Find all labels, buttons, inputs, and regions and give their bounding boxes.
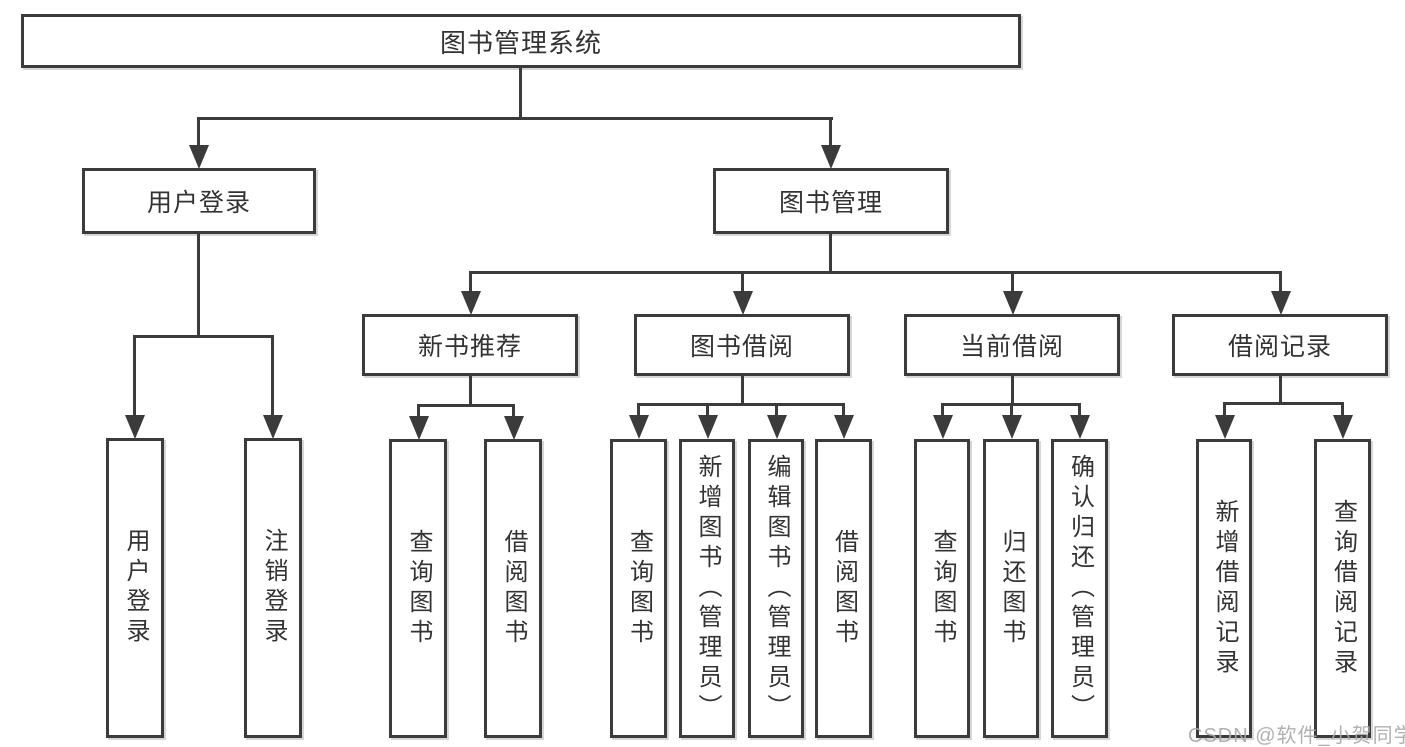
node-query-books-borrow: 查询图书 bbox=[610, 439, 667, 738]
node-book-borrow: 图书借阅 bbox=[634, 314, 850, 376]
arrow-down-icon bbox=[461, 291, 481, 315]
arrow-down-icon bbox=[1070, 415, 1090, 439]
node-label: 确认归还（管理员） bbox=[1066, 453, 1094, 724]
connector-line bbox=[741, 374, 744, 406]
connector-line bbox=[775, 403, 778, 417]
connector-line bbox=[1223, 402, 1226, 417]
connector-line bbox=[271, 335, 274, 419]
connector-line bbox=[706, 403, 709, 417]
connector-line bbox=[469, 271, 1281, 274]
arrow-down-icon bbox=[1003, 291, 1023, 315]
connector-line bbox=[417, 404, 515, 407]
node-label: 注销登录 bbox=[260, 528, 287, 648]
arrow-down-icon bbox=[629, 415, 649, 439]
arrow-down-icon bbox=[1271, 291, 1291, 315]
node-confirm-return-admin: 确认归还（管理员） bbox=[1051, 439, 1108, 738]
node-label: 新增借阅记录 bbox=[1211, 498, 1238, 679]
arrow-down-icon bbox=[1333, 415, 1353, 439]
connector-line bbox=[1279, 271, 1282, 293]
connector-line bbox=[469, 374, 472, 407]
node-label: 查询图书 bbox=[405, 528, 432, 649]
node-return-books: 归还图书 bbox=[983, 439, 1039, 738]
connector-line bbox=[519, 66, 522, 119]
connector-line bbox=[133, 335, 136, 419]
arrow-down-icon bbox=[933, 415, 953, 439]
node-label: 查询图书 bbox=[625, 528, 653, 649]
arrow-down-icon bbox=[504, 416, 524, 440]
node-label: 新增图书（管理员） bbox=[694, 453, 721, 724]
node-borrow-books-recommend: 借阅图书 bbox=[484, 439, 542, 738]
arrow-down-icon bbox=[767, 415, 787, 439]
arrow-down-icon bbox=[698, 415, 718, 439]
connector-line bbox=[197, 117, 833, 120]
arrow-down-icon bbox=[189, 145, 209, 169]
arrow-down-icon bbox=[834, 415, 854, 439]
node-edit-book-admin: 编辑图书（管理员） bbox=[748, 439, 804, 738]
node-query-books-recommend: 查询图书 bbox=[389, 439, 447, 738]
connector-line bbox=[512, 404, 515, 418]
arrow-down-icon bbox=[821, 145, 841, 169]
node-label: 归还图书 bbox=[998, 528, 1025, 649]
connector-line bbox=[133, 335, 274, 338]
arrow-down-icon bbox=[1002, 415, 1022, 439]
arrow-down-icon bbox=[263, 415, 283, 439]
connector-line bbox=[1279, 374, 1282, 405]
arrow-down-icon bbox=[1215, 415, 1235, 439]
arrow-down-icon bbox=[125, 415, 145, 439]
connector-line bbox=[829, 117, 832, 149]
connector-line bbox=[829, 232, 832, 273]
node-add-book-admin: 新增图书（管理员） bbox=[679, 439, 735, 738]
connector-line bbox=[1341, 402, 1344, 417]
connector-line bbox=[197, 232, 200, 338]
connector-line bbox=[637, 403, 640, 417]
connector-line bbox=[417, 404, 420, 418]
node-borrow-books: 借阅图书 bbox=[815, 439, 872, 738]
node-user-login: 用户登录 bbox=[82, 168, 316, 234]
node-label: 编辑图书（管理员） bbox=[763, 453, 790, 724]
node-label: 借阅图书 bbox=[500, 528, 527, 649]
node-book-management: 图书管理 bbox=[713, 168, 949, 234]
arrow-down-icon bbox=[733, 291, 753, 315]
node-user-login-leaf: 用户登录 bbox=[106, 438, 164, 738]
arrow-down-icon bbox=[409, 416, 429, 440]
node-query-borrow-record: 查询借阅记录 bbox=[1314, 439, 1371, 738]
connector-line bbox=[842, 403, 845, 417]
connector-line bbox=[469, 271, 472, 293]
connector-line bbox=[1078, 403, 1081, 417]
connector-line bbox=[741, 271, 744, 293]
node-logout: 注销登录 bbox=[244, 438, 302, 738]
node-label: 查询借阅记录 bbox=[1329, 498, 1357, 679]
node-add-borrow-record: 新增借阅记录 bbox=[1196, 439, 1252, 738]
node-label: 借阅图书 bbox=[830, 528, 858, 649]
connector-line bbox=[637, 403, 845, 406]
node-new-book-recommend: 新书推荐 bbox=[362, 314, 578, 376]
connector-line bbox=[1011, 271, 1014, 293]
node-borrow-records: 借阅记录 bbox=[1172, 314, 1388, 376]
connector-line bbox=[197, 117, 200, 149]
node-query-books-current: 查询图书 bbox=[914, 439, 970, 738]
connector-line bbox=[1011, 374, 1014, 406]
node-current-borrow: 当前借阅 bbox=[904, 314, 1120, 376]
node-label: 查询图书 bbox=[929, 528, 956, 649]
node-library-management-system: 图书管理系统 bbox=[21, 14, 1021, 68]
connector-line bbox=[941, 403, 944, 417]
connector-line bbox=[1010, 403, 1013, 417]
connector-line bbox=[1223, 402, 1344, 405]
node-label: 用户登录 bbox=[122, 528, 149, 648]
watermark-text: CSDN @软件_小贺同学 bbox=[1188, 725, 1405, 747]
